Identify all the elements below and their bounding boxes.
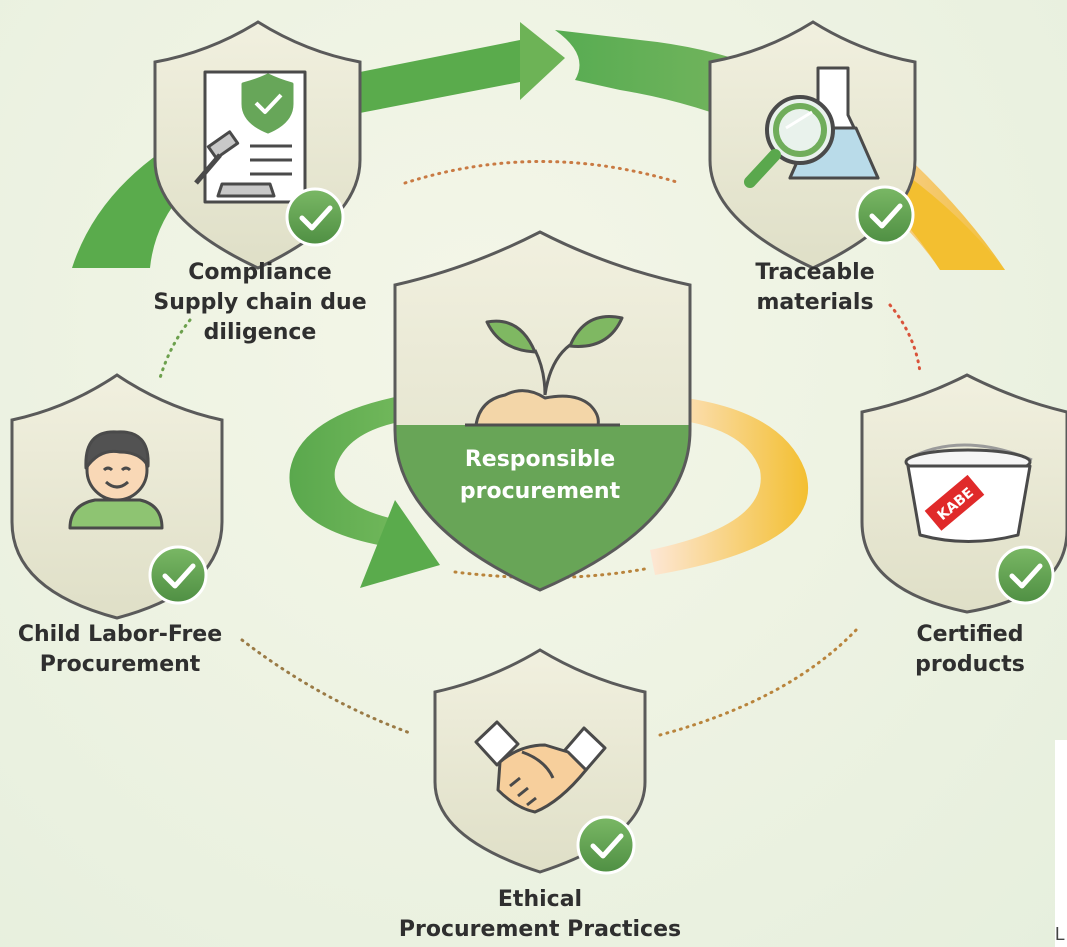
sprout-icon [465, 315, 624, 427]
contract-gavel-icon [194, 70, 307, 204]
connector-left-bottom [240, 638, 412, 735]
inner-arc-arrowhead [360, 500, 440, 588]
label-child-labor: Child Labor-Free Procurement [17, 622, 223, 677]
check-badge-child-labor [148, 545, 208, 605]
connector-left-top [158, 318, 192, 380]
top-arc-left [72, 40, 520, 268]
magnifier-flask-icon [744, 66, 880, 188]
top-arc-arrowhead [520, 22, 565, 100]
child-avatar-icon [68, 430, 164, 530]
check-badge-compliance [285, 187, 345, 247]
check-badge-ethical [576, 815, 636, 875]
label-compliance: Compliance Supply chain due diligence [153, 260, 367, 345]
connector-right-top [888, 303, 922, 374]
inner-arc-left [289, 395, 410, 548]
label-center: Responsible procurement [459, 447, 621, 504]
label-traceable: Traceable materials [755, 260, 875, 315]
paint-bucket-icon: KABE [904, 443, 1033, 543]
handshake-icon [474, 720, 607, 814]
check-badge-traceable [855, 185, 915, 245]
corner-text: L [1055, 924, 1066, 944]
label-ethical: Ethical Procurement Practices [398, 887, 682, 942]
check-badge-certified [995, 545, 1055, 605]
label-certified: Certified products [915, 622, 1025, 677]
connector-right-bottom [658, 626, 860, 737]
white-panel [1055, 740, 1067, 947]
connector-top [403, 160, 682, 185]
inner-arc-right [650, 395, 809, 575]
